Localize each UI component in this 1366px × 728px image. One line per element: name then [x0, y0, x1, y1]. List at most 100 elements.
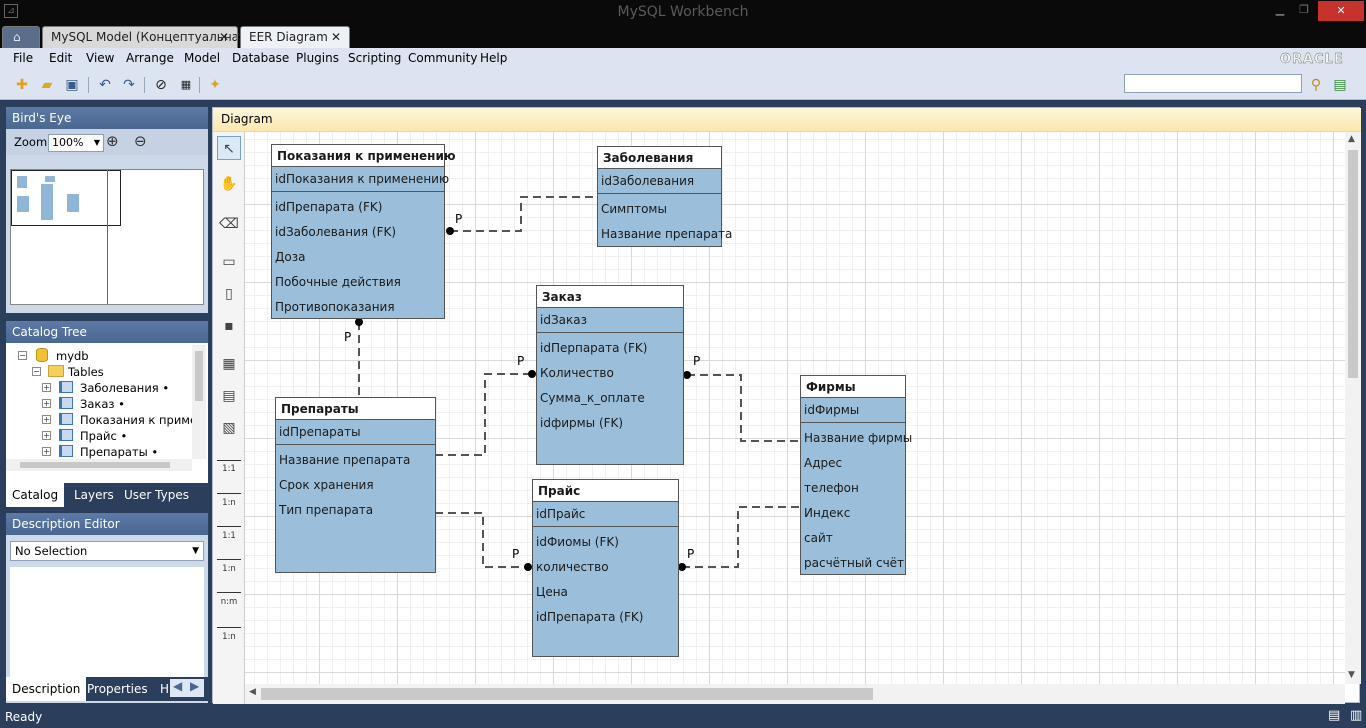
minimize-icon[interactable]: ▁: [1275, 3, 1285, 16]
relation-1-1-tool[interactable]: 1:1: [222, 464, 236, 474]
tab-catalog[interactable]: Catalog: [6, 483, 65, 507]
scroll-thumb[interactable]: [20, 462, 170, 468]
tab-user-types[interactable]: User Types: [124, 488, 189, 502]
menu-database[interactable]: Database: [232, 51, 290, 65]
relation-n-m-tool[interactable]: n:m: [220, 597, 238, 607]
entity-table[interactable]: Заболевания idЗаболевания Симптомы Назва…: [597, 146, 732, 247]
menu-file[interactable]: File: [13, 51, 34, 65]
collapse-icon[interactable]: −: [18, 351, 27, 360]
sidebar-toggle-icon[interactable]: ▥: [1350, 708, 1363, 723]
entity-table[interactable]: Заказ idЗаказ idПерпарата (FK) Количеств…: [536, 285, 684, 465]
entity-table[interactable]: Показания к применению idПоказания к при…: [271, 144, 456, 319]
entity-table[interactable]: Препараты idПрепараты Название препарата…: [275, 397, 436, 573]
toolbar-separator: [88, 77, 89, 93]
relation-line-icon: [217, 526, 241, 527]
menu-help[interactable]: Help: [480, 51, 508, 65]
tab-history[interactable]: H: [160, 682, 170, 696]
relation-line: [435, 512, 528, 568]
scroll-up-icon[interactable]: ▲: [1348, 134, 1355, 144]
scroll-thumb[interactable]: [261, 688, 873, 700]
minimap-entity: [45, 176, 55, 182]
description-textarea[interactable]: [10, 567, 204, 679]
expand-icon[interactable]: +: [42, 447, 51, 456]
relation-1-n-tool[interactable]: 1:n: [222, 498, 236, 508]
expand-icon[interactable]: +: [42, 399, 51, 408]
tree-table-item[interactable]: Заболевания •: [80, 381, 170, 395]
output-panel-icon[interactable]: ▤: [1328, 708, 1341, 723]
tree-schema[interactable]: mydb: [56, 349, 89, 363]
vertical-scrollbar[interactable]: ▲ ▼: [1345, 132, 1361, 684]
tree-table-item[interactable]: Заказ •: [80, 397, 125, 411]
tab-eer-diagram[interactable]: EER Diagram ✕: [240, 26, 350, 48]
save-icon[interactable]: ▣: [65, 77, 79, 93]
tab-description[interactable]: Description: [6, 677, 87, 701]
catalog-hscrollbar[interactable]: [6, 459, 192, 471]
note-tool-icon[interactable]: ▯: [225, 286, 233, 302]
menu-community[interactable]: Community: [408, 51, 478, 65]
entity-column: Количество: [540, 366, 614, 380]
zoom-select[interactable]: 100% ▼: [48, 134, 104, 152]
relation-1-n-id-tool[interactable]: 1:n: [222, 564, 236, 574]
minimap-viewport[interactable]: [11, 170, 121, 226]
menu-view[interactable]: View: [86, 51, 115, 65]
close-window-button[interactable]: ✕: [1318, 1, 1364, 21]
layer-tool-icon[interactable]: ▭: [222, 254, 236, 270]
settings-icon[interactable]: ▤: [1333, 77, 1347, 93]
table-tool-icon[interactable]: ▦: [222, 356, 236, 372]
scroll-left-icon[interactable]: ◀: [249, 687, 256, 697]
expand-icon[interactable]: +: [42, 383, 51, 392]
tree-table-item[interactable]: Препараты •: [80, 445, 159, 459]
relation-existing-tool[interactable]: 1:n: [222, 632, 236, 642]
scroll-thumb[interactable]: [195, 351, 203, 401]
entity-column: Адрес: [804, 456, 843, 470]
diagram-canvas[interactable]: P P P P P P Показания к применению idПок…: [245, 132, 1345, 684]
new-document-icon[interactable]: ✚: [16, 77, 28, 93]
selection-dropdown[interactable]: No Selection ▼: [10, 541, 204, 561]
zoom-in-icon[interactable]: ⊕: [106, 132, 119, 150]
tree-folder-tables[interactable]: Tables: [68, 365, 104, 379]
entity-table[interactable]: Прайс idПрайс idФиомы (FK) количество Це…: [532, 479, 679, 657]
menu-edit[interactable]: Edit: [49, 51, 73, 65]
entity-table[interactable]: Фирмы idФирмы Название фирмы Адрес телеф…: [800, 375, 912, 575]
close-tab-icon[interactable]: ✕: [330, 30, 341, 44]
scroll-down-icon[interactable]: ▼: [1348, 670, 1355, 680]
scroll-thumb[interactable]: [1348, 150, 1358, 378]
horizontal-scrollbar[interactable]: ◀: [245, 684, 1345, 704]
undo-icon[interactable]: ↶: [99, 77, 111, 93]
zoom-out-icon[interactable]: ⊖: [134, 132, 147, 150]
hand-tool-icon[interactable]: ✋: [220, 176, 238, 192]
tree-table-item[interactable]: Прайс •: [80, 429, 128, 443]
home-tab[interactable]: ⌂: [2, 26, 40, 48]
toggle-grid-icon[interactable]: ⊘: [155, 77, 167, 93]
maximize-icon[interactable]: ❐: [1299, 3, 1309, 16]
open-folder-icon[interactable]: ▰: [41, 77, 53, 93]
menu-model[interactable]: Model: [184, 51, 221, 65]
minimap[interactable]: [10, 169, 204, 305]
relation-1-1-id-tool[interactable]: 1:1: [222, 531, 236, 541]
menu-scripting[interactable]: Scripting: [348, 51, 402, 65]
close-tab-icon[interactable]: ✕: [218, 30, 229, 44]
menu-plugins[interactable]: Plugins: [296, 51, 339, 65]
expand-icon[interactable]: +: [42, 415, 51, 424]
eraser-tool-icon[interactable]: ⌫: [219, 216, 239, 232]
new-diagram-icon[interactable]: ✦: [209, 77, 221, 93]
folder-icon: [48, 365, 64, 377]
image-tool-icon[interactable]: ▪: [224, 318, 234, 334]
menu-arrange[interactable]: Arrange: [126, 51, 174, 65]
expand-icon[interactable]: +: [42, 431, 51, 440]
routine-tool-icon[interactable]: ▧: [222, 420, 236, 436]
search-icon[interactable]: ⚲: [1310, 77, 1322, 93]
pointer-tool-icon[interactable]: ↖: [217, 136, 241, 160]
tab-model[interactable]: MySQL Model (Концептуальна... ✕: [42, 26, 238, 48]
search-input[interactable]: [1124, 74, 1302, 93]
scroll-left-icon[interactable]: ◀: [173, 679, 183, 693]
scroll-right-icon[interactable]: ▶: [190, 679, 200, 693]
align-grid-icon[interactable]: ▦: [180, 78, 192, 91]
collapse-icon[interactable]: −: [32, 367, 41, 376]
view-tool-icon[interactable]: ▤: [222, 388, 236, 404]
redo-icon[interactable]: ↷: [123, 77, 135, 93]
tree-table-item[interactable]: Показания к примен: [80, 413, 192, 427]
catalog-scrollbar[interactable]: [192, 345, 206, 459]
tab-layers[interactable]: Layers: [74, 488, 114, 502]
tab-properties[interactable]: Properties: [87, 682, 148, 696]
